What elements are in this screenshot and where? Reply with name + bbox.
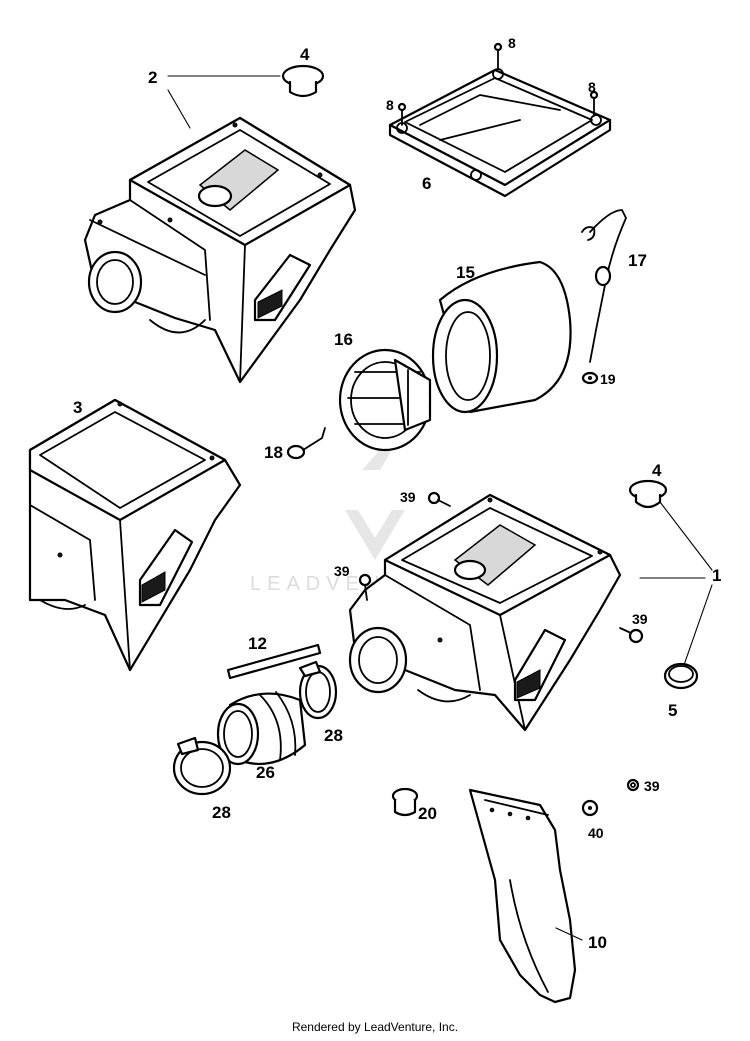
label-part-1: 1 [712,566,721,585]
leader-1-to-5 [683,584,713,666]
label-part-6: 6 [422,174,431,193]
footer-credit: Rendered by LeadVenture, Inc. [291,1020,459,1034]
label-part-28-left: 28 [212,803,231,822]
label-part-8-right: 8 [588,79,596,95]
label-part-2: 2 [148,68,157,87]
part-39-bolt-right [619,627,644,644]
part-17-wire-clip [581,209,627,363]
part-15-foam-filter [431,260,572,414]
part-2-airbox-housing [83,116,357,384]
label-part-15: 15 [456,263,475,282]
part-28-clamp-right [298,660,338,720]
part-6-cover [388,68,612,198]
label-part-28-right: 28 [324,726,343,745]
label-part-20: 20 [418,804,437,823]
part-4-plug-lower [628,479,668,509]
part-39-bolt-mid [358,573,372,601]
label-part-4-upper: 4 [300,45,310,64]
part-16-filter-cage [338,348,432,452]
label-part-18: 18 [264,443,283,462]
label-part-8-left: 8 [386,97,394,113]
leader-2-to-housing [167,89,191,129]
part-10-mud-flap [468,788,577,1004]
label-part-39-top: 39 [400,489,416,505]
label-part-12: 12 [248,634,267,653]
part-19-washer [581,371,599,385]
part-26-intake-boot [216,691,307,766]
label-part-40: 40 [588,825,604,841]
leader-10 [555,927,583,941]
part-12-strip [226,643,322,680]
part-5-cap [663,662,699,690]
label-part-16: 16 [334,330,353,349]
part-28-clamp-left [172,736,232,796]
label-part-19: 19 [600,371,616,387]
leader-1-to-4 [659,501,713,571]
label-part-39-right: 39 [632,611,648,627]
part-20-grommet [391,787,419,817]
label-part-5: 5 [668,701,677,720]
label-part-17: 17 [628,251,647,270]
part-39-bolt-lower [626,778,640,792]
part-8-screws [397,42,599,126]
part-39-bolt-top [427,491,451,507]
label-part-10: 10 [588,933,607,952]
part-3-airbox-left [28,398,242,672]
label-part-3: 3 [73,398,82,417]
part-18-pin [286,427,326,460]
label-part-39-lower: 39 [644,778,660,794]
label-part-26: 26 [256,763,275,782]
label-part-4-lower: 4 [652,461,662,480]
label-part-8-top: 8 [508,35,516,51]
part-4-plug-upper [281,64,325,98]
label-part-39-mid: 39 [334,563,350,579]
part-40-washer [581,799,599,817]
part-1-airbox-assembly [348,493,622,732]
